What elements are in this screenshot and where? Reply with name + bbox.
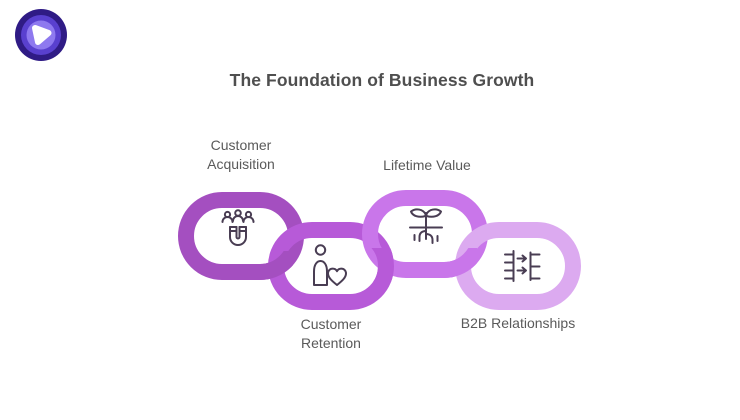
b2b-exchange-icon — [504, 250, 541, 282]
label-customer-acquisition: Customer Acquisition — [207, 137, 275, 172]
chain-link-b2b-relationships — [455, 222, 581, 310]
plant-growth-icon — [409, 208, 443, 244]
magnet-people-icon — [221, 209, 255, 246]
page-title: The Foundation of Business Growth — [229, 70, 535, 90]
brand-logo — [15, 9, 67, 61]
label-b2b-relationships: B2B Relationships — [460, 315, 576, 331]
logo-triangle-mark — [32, 25, 52, 45]
chain-weave-patch-2 — [371, 248, 394, 282]
person-heart-icon — [313, 244, 347, 286]
label-lifetime-value: Lifetime Value — [383, 157, 471, 173]
label-customer-retention: Customer Retention — [300, 316, 362, 351]
